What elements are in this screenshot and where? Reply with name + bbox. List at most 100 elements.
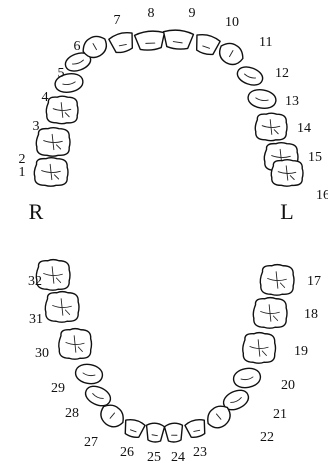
tooth-number-15: 15 xyxy=(308,150,322,165)
tooth-24-fissure xyxy=(171,434,178,436)
upper-tooth-16[interactable] xyxy=(270,158,304,187)
lower-tooth-24[interactable] xyxy=(163,422,184,443)
upper-tooth-11[interactable] xyxy=(215,39,247,69)
tooth-9-outline xyxy=(162,29,195,50)
tooth-number-32: 32 xyxy=(28,274,42,289)
tooth-18-fissure xyxy=(260,304,280,322)
tooth-26-fissure xyxy=(129,429,137,433)
lower-tooth-17[interactable] xyxy=(259,263,295,296)
upper-tooth-4[interactable] xyxy=(54,72,85,95)
tooth-20-outline xyxy=(233,367,261,389)
tooth-7-outline xyxy=(108,31,134,54)
upper-tooth-2[interactable] xyxy=(35,126,71,157)
tooth-21-fissure xyxy=(230,397,242,403)
lower-tooth-28[interactable] xyxy=(83,383,114,410)
tooth-22-fissure xyxy=(215,413,222,420)
tooth-13-outline xyxy=(247,89,277,109)
lower-tooth-32[interactable] xyxy=(35,258,71,291)
tooth-6-fissure xyxy=(92,43,97,51)
upper-tooth-8[interactable] xyxy=(133,30,166,51)
tooth-1-fissure xyxy=(41,163,61,181)
upper-tooth-10[interactable] xyxy=(193,32,221,56)
upper-tooth-3[interactable] xyxy=(45,95,79,125)
tooth-7-fissure xyxy=(118,43,127,47)
tooth-28-fissure xyxy=(92,393,104,399)
tooth-14-fissure xyxy=(261,119,281,135)
tooth-number-7: 7 xyxy=(114,13,121,28)
tooth-number-9: 9 xyxy=(189,6,196,21)
lower-tooth-21[interactable] xyxy=(221,387,252,414)
tooth-20-fissure xyxy=(240,376,254,381)
tooth-number-21: 21 xyxy=(273,407,287,422)
tooth-17-fissure xyxy=(267,271,287,289)
lower-tooth-18[interactable] xyxy=(252,296,288,329)
lower-tooth-29[interactable] xyxy=(74,362,104,385)
tooth-25-fissure xyxy=(151,434,158,437)
tooth-19-fissure xyxy=(249,339,269,357)
tooth-number-4: 4 xyxy=(42,90,49,105)
tooth-8-fissure xyxy=(145,42,156,44)
tooth-number-11: 11 xyxy=(259,35,272,50)
upper-tooth-9[interactable] xyxy=(162,29,195,50)
tooth-number-24: 24 xyxy=(171,450,185,465)
lower-tooth-19[interactable] xyxy=(242,331,277,364)
tooth-29-fissure xyxy=(82,372,96,377)
tooth-number-18: 18 xyxy=(304,307,318,322)
tooth-number-25: 25 xyxy=(147,450,161,465)
lower-tooth-23[interactable] xyxy=(184,418,208,439)
lower-tooth-27[interactable] xyxy=(96,400,128,431)
tooth-number-30: 30 xyxy=(35,346,49,361)
upper-tooth-14[interactable] xyxy=(254,112,288,142)
tooth-2-fissure xyxy=(43,133,63,151)
tooth-9-fissure xyxy=(172,41,183,44)
tooth-13-fissure xyxy=(255,97,269,102)
tooth-number-12: 12 xyxy=(275,66,289,81)
tooth-5-fissure xyxy=(72,59,84,65)
tooth-28-outline xyxy=(84,385,112,407)
upper-tooth-7[interactable] xyxy=(108,30,136,54)
tooth-number-6: 6 xyxy=(74,39,81,54)
tooth-number-14: 14 xyxy=(297,121,311,136)
upper-tooth-1[interactable] xyxy=(33,156,69,187)
tooth-26-outline xyxy=(124,418,146,439)
tooth-30-fissure xyxy=(65,335,85,353)
tooth-32-fissure xyxy=(43,266,63,284)
lower-tooth-20[interactable] xyxy=(232,366,262,389)
lower-tooth-31[interactable] xyxy=(44,290,80,323)
tooth-number-17: 17 xyxy=(307,274,321,289)
tooth-number-22: 22 xyxy=(260,430,274,445)
lower-tooth-26[interactable] xyxy=(122,418,146,439)
upper-tooth-6[interactable] xyxy=(79,32,111,62)
tooth-number-31: 31 xyxy=(29,312,43,327)
tooth-number-29: 29 xyxy=(51,381,65,396)
lower-tooth-22[interactable] xyxy=(203,401,235,432)
tooth-24-outline xyxy=(163,422,184,443)
tooth-number-20: 20 xyxy=(281,378,295,393)
lower-tooth-25[interactable] xyxy=(145,422,166,443)
tooth-31-fissure xyxy=(52,298,72,316)
tooth-number-8: 8 xyxy=(148,6,155,21)
tooth-number-1: 1 xyxy=(19,165,26,180)
tooth-4-fissure xyxy=(62,81,76,86)
tooth-23-fissure xyxy=(193,429,201,432)
tooth-12-fissure xyxy=(244,73,256,79)
tooth-number-16: 16 xyxy=(316,188,328,203)
upper-tooth-12[interactable] xyxy=(235,64,265,88)
lower-tooth-30[interactable] xyxy=(58,327,93,360)
tooth-number-5: 5 xyxy=(58,66,65,81)
tooth-number-28: 28 xyxy=(65,406,79,421)
tooth-number-10: 10 xyxy=(225,15,239,30)
left-side-label: L xyxy=(280,199,293,224)
tooth-number-23: 23 xyxy=(193,445,207,460)
tooth-number-3: 3 xyxy=(33,119,40,134)
tooth-27-fissure xyxy=(109,412,116,419)
upper-tooth-13[interactable] xyxy=(247,88,278,111)
tooth-number-19: 19 xyxy=(294,344,308,359)
tooth-number-13: 13 xyxy=(285,94,299,109)
tooth-25-outline xyxy=(145,422,166,443)
tooth-3-fissure xyxy=(52,102,72,118)
tooth-29-outline xyxy=(75,363,103,385)
